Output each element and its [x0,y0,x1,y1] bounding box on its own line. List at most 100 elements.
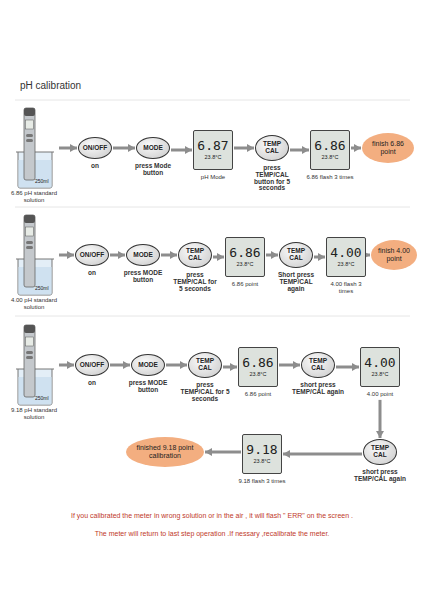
volume-label: 250ml [35,395,49,401]
solution-label: 6.86 pH standard solution [6,190,62,204]
button-label: TEMP CAL [196,358,214,372]
temperature-reading: 23.8°C [237,261,254,267]
volume-label: 250ml [35,178,49,184]
button-label: TEMP CAL [309,358,327,372]
step-caption: on [69,270,115,277]
button-oval: TEMP CALpress TEMP/CAL for 5 seconds [178,242,212,268]
step-caption: Short press TEMP/CAL again [273,272,319,292]
solution-label: 9.18 pH standard solution [6,407,62,421]
temperature-reading: 23.8°C [372,371,389,377]
lcd-display: 6.8623.8°C6.86 flash 3 times [310,130,350,170]
finish-label: finish 4.00 point [377,247,411,262]
step-caption: pH Mode [187,174,239,181]
ph-reading: 6.86 [229,246,260,259]
meter-in-solution: 250ml4.00 pH standard solution [10,215,58,295]
flow-arrow [279,364,300,367]
button-oval: TEMP CALpress TEMP/CAL button for 5 seco… [255,135,289,161]
finish-label: finish 6.86 point [368,140,408,155]
step-caption: 9.18 flash 3 times [236,478,288,485]
step-caption: press TEMP/CAL for 5 seconds [179,382,231,402]
temperature-reading: 23.8°C [254,458,271,464]
flow-arrow [161,254,177,257]
flow-arrow [110,364,130,367]
button-label: MODE [133,252,153,259]
button-label: TEMP CAL [287,248,305,262]
step-caption: 6.86 flash 3 times [304,174,356,181]
flow-arrow [367,254,370,257]
flow-arrow [171,149,192,152]
button-label: TEMP CAL [371,445,389,459]
button-oval: ON/OFFon [75,244,109,266]
volume-label: 250ml [35,285,49,291]
warning-note: If you calibrated the meter in wrong sol… [0,512,424,519]
lcd-display: 6.8623.8°C6.86 point [238,347,278,387]
flow-arrow [110,254,125,257]
step-caption: press MODE button [120,270,166,284]
button-oval: TEMP CALShort press TEMP/CAL again [279,242,313,268]
ph-reading: 9.18 [246,443,277,456]
flow-arrow [59,147,77,150]
finish-label: finished 9.18 point calibration [132,444,198,459]
lcd-display: 4.0023.8°C4.00 point [360,347,400,387]
button-label: ON/OFF [83,145,108,152]
flow-arrow [290,149,309,152]
finish-oval: finish 4.00 point [371,240,417,270]
step-caption: press MODE button [122,380,174,394]
step-caption: 6.86 point [222,281,268,288]
step-caption: 6.86 point [232,391,284,398]
button-oval: MODEpress MODE button [126,244,160,266]
flow-arrow [351,147,361,150]
button-label: ON/OFF [80,252,105,259]
button-label: MODE [143,145,163,152]
temperature-reading: 23.8°C [205,154,222,160]
ph-reading: 6.87 [197,139,228,152]
finish-oval: finished 9.18 point calibration [126,437,204,467]
flow-arrow [166,364,187,367]
button-oval: TEMP CALshort press TEMP/CAL again [301,352,335,378]
button-oval: ON/OFFon [75,354,109,376]
step-caption: press TEMP/CAL for 5 seconds [172,272,218,292]
button-oval: ON/OFFon [78,137,112,159]
step-caption: press Mode button [127,163,179,177]
flow-arrow [379,400,382,438]
flow-arrow [113,147,135,150]
step-caption: short press TEMP/CAL again [292,382,344,396]
step-caption: press TEMP/CAL button for 5 seconds [246,165,298,192]
lcd-display: 6.8623.8°C6.86 point [225,237,265,277]
meter-in-solution: 250ml6.86 pH standard solution [10,108,58,188]
lcd-display: 6.8723.8°CpH Mode [193,130,233,170]
flow-arrow [223,366,237,369]
step-caption: short press TEMP/CAL again [354,469,406,483]
flow-arrow [59,254,74,257]
diagram-title: pH calibration [20,80,81,91]
step-caption: 4.00 point [354,391,406,398]
ph-reading: 6.86 [314,139,345,152]
temperature-reading: 23.8°C [338,261,355,267]
ph-reading: 4.00 [364,356,395,369]
button-oval: MODEpress Mode button [136,137,170,159]
flow-arrow [213,256,224,259]
warning-note: The meter will return to last step opera… [0,530,424,537]
solution-label: 4.00 pH standard solution [6,297,62,311]
finish-oval: finish 6.86 point [362,133,414,163]
ph-reading: 6.86 [242,356,273,369]
button-label: MODE [138,362,158,369]
step-caption: 4.00 flash 3 times [323,281,369,295]
step-caption: on [66,380,118,387]
temperature-reading: 23.8°C [250,371,267,377]
meter-in-solution: 250ml9.18 pH standard solution [10,325,58,405]
button-oval: TEMP CALshort press TEMP/CAL again [363,439,397,465]
button-label: TEMP CAL [186,248,204,262]
flow-arrow [336,366,359,369]
ph-reading: 4.00 [330,246,361,259]
button-label: TEMP CAL [263,141,281,155]
flow-arrow [314,256,325,259]
button-oval: TEMP CALpress TEMP/CAL for 5 seconds [188,352,222,378]
step-caption: on [69,163,121,170]
flow-arrow [205,451,241,454]
flow-arrow [283,453,362,456]
lcd-display: 9.1823.8°C9.18 flash 3 times [242,434,282,474]
temperature-reading: 23.8°C [322,154,339,160]
button-oval: MODEpress MODE button [131,354,165,376]
flow-arrow [234,147,254,150]
